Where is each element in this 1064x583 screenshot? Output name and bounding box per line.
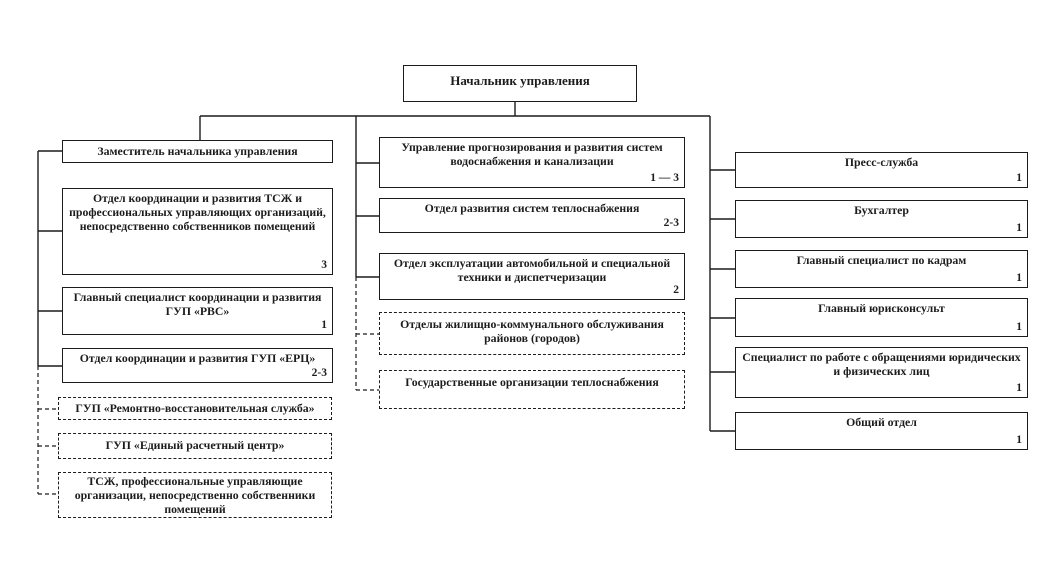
node-tsj-management-orgs: ТСЖ, профессиональные управляющие органи… bbox=[58, 472, 332, 518]
node-gup-repair-service: ГУП «Ремонтно-восстановительная служба» bbox=[58, 397, 332, 420]
dashed-connectors bbox=[37, 277, 379, 495]
node-deputy-head: Заместитель начальника управления bbox=[62, 140, 333, 163]
node-press-service: Пресс-служба 1 bbox=[735, 152, 1028, 188]
staff-count: 1 bbox=[1016, 172, 1022, 185]
node-state-heat-orgs: Государственные организации теплоснабжен… bbox=[379, 370, 685, 409]
node-label: Бухгалтер bbox=[854, 203, 909, 217]
staff-count: 1 bbox=[321, 319, 327, 332]
staff-count: 1 bbox=[1016, 434, 1022, 447]
node-label: Главный специалист по кадрам bbox=[796, 253, 967, 267]
node-label: Начальник управления bbox=[450, 73, 590, 88]
node-label: Отдел координации и развития ГУП «ЕРЦ» bbox=[79, 351, 316, 365]
node-label: Общий отдел bbox=[846, 415, 917, 429]
node-label: ТСЖ, профессиональные управляющие органи… bbox=[74, 474, 316, 516]
node-gup-settlement-center: ГУП «Единый расчетный центр» bbox=[58, 433, 332, 459]
node-dept-coordination-erc: Отдел координации и развития ГУП «ЕРЦ» 2… bbox=[62, 348, 333, 383]
node-label: Пресс-служба bbox=[844, 155, 919, 169]
node-label: Отдел развития систем теплоснабжения bbox=[424, 201, 640, 215]
node-label: Главный юрисконсульт bbox=[818, 301, 945, 315]
node-heat-supply-dept: Отдел развития систем теплоснабжения 2-3 bbox=[379, 198, 685, 233]
node-chief-specialist-rvs: Главный специалист координации и развити… bbox=[62, 287, 333, 335]
node-head-of-department: Начальник управления bbox=[403, 65, 637, 102]
node-hr-specialist: Главный специалист по кадрам 1 bbox=[735, 250, 1028, 288]
node-chief-legal-adviser: Главный юрисконсульт 1 bbox=[735, 298, 1028, 337]
staff-count: 1 bbox=[1016, 272, 1022, 285]
staff-count: 1 bbox=[1016, 321, 1022, 334]
node-label: Государственные организации теплоснабжен… bbox=[405, 375, 659, 389]
node-label: Отдел координации и развития ТСЖ и профе… bbox=[69, 191, 326, 233]
node-label: Отделы жилищно-коммунального обслуживани… bbox=[400, 317, 664, 345]
node-label: Главный специалист координации и развити… bbox=[73, 290, 322, 318]
node-appeals-specialist: Специалист по работе с обращениями юриди… bbox=[735, 347, 1028, 398]
staff-count: 2-3 bbox=[311, 367, 327, 380]
staff-count: 2-3 bbox=[663, 217, 679, 230]
node-accountant: Бухгалтер 1 bbox=[735, 200, 1028, 238]
solid-connectors bbox=[37, 102, 735, 432]
node-label: ГУП «Единый расчетный центр» bbox=[105, 438, 285, 453]
node-dept-coordination-tsj: Отдел координации и развития ТСЖ и профе… bbox=[62, 188, 333, 275]
node-label: ГУП «Ремонтно-восстановительная служба» bbox=[75, 400, 315, 415]
staff-count: 2 bbox=[673, 284, 679, 297]
node-label: Отдел эксплуатации автомобильной и специ… bbox=[393, 256, 671, 284]
staff-count: 1 bbox=[1016, 222, 1022, 235]
node-label: Заместитель начальника управления bbox=[97, 143, 298, 158]
staff-count: 1 bbox=[1016, 382, 1022, 395]
node-label: Управление прогнозирования и развития си… bbox=[401, 140, 663, 168]
node-general-dept: Общий отдел 1 bbox=[735, 412, 1028, 450]
node-housing-services-depts: Отделы жилищно-коммунального обслуживани… bbox=[379, 312, 685, 355]
staff-count: 3 bbox=[321, 259, 327, 272]
staff-count: 1 — 3 bbox=[650, 172, 679, 185]
node-label: Специалист по работе с обращениями юриди… bbox=[742, 350, 1021, 378]
node-vehicle-operation-dept: Отдел эксплуатации автомобильной и специ… bbox=[379, 253, 685, 300]
node-water-supply-directorate: Управление прогнозирования и развития си… bbox=[379, 137, 685, 188]
